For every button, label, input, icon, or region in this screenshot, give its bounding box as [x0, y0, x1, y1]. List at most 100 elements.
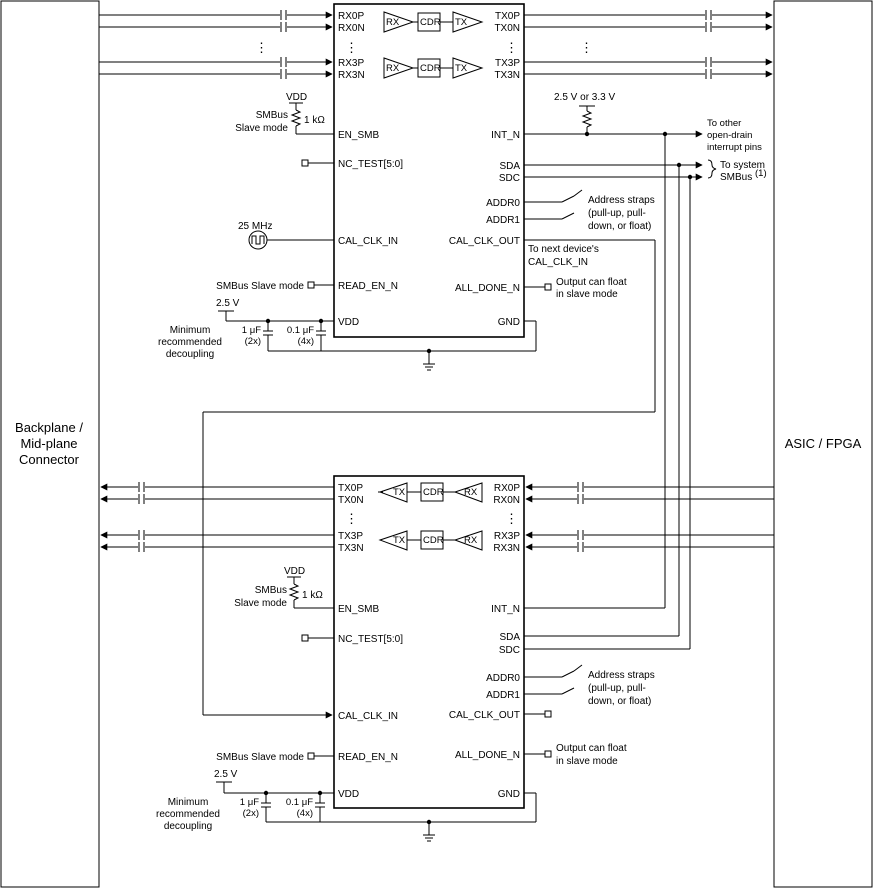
bottom-pin-gnd: GND — [498, 789, 520, 800]
bottom-lane0-path: TX CDR RX — [378, 482, 483, 503]
bottom-pin-read-en-n: READ_EN_N — [338, 752, 398, 763]
svg-text:VDD: VDD — [284, 566, 305, 577]
svg-text:SMBus: SMBus — [256, 110, 288, 121]
svg-text:decoupling: decoupling — [166, 349, 214, 360]
svg-text:To other: To other — [707, 118, 741, 129]
svg-text:0.1 μF: 0.1 μF — [286, 797, 313, 808]
backplane-label-1: Backplane / — [15, 420, 83, 435]
switch-icon — [561, 212, 575, 220]
bottom-en-smb-pullup: VDD 1 kΩ SMBus Slave mode — [234, 566, 334, 609]
svg-text:TX: TX — [393, 535, 406, 546]
interrupt-pullup: 2.5 V or 3.3 V To other open-drain inter… — [524, 92, 762, 153]
bottom-pin-nc-test: NC_TEST[5:0] — [338, 634, 403, 645]
top-decoupling: 2.5 V 1 μF (2x) 0.1 μF (4x) Minimum reco… — [158, 298, 536, 360]
top-pin-nc-test: NC_TEST[5:0] — [338, 159, 403, 170]
ground-icon — [423, 351, 435, 371]
svg-text:(pull-up, pull-: (pull-up, pull- — [588, 208, 646, 219]
bottom-input-lanes — [525, 481, 774, 553]
ground-icon — [423, 822, 435, 842]
top-pin-en-smb: EN_SMB — [338, 130, 379, 141]
svg-text:CDR: CDR — [420, 63, 441, 74]
bottom-pin-cal-clk-out: CAL_CLK_OUT — [449, 710, 520, 721]
svg-text:2.5 V: 2.5 V — [216, 298, 240, 309]
bottom-pin-tx0p: TX0P — [338, 483, 363, 494]
bottom-pin-rx3n: RX3N — [493, 543, 520, 554]
svg-text:SMBus: SMBus — [255, 585, 287, 596]
bottom-output-float-2: in slave mode — [556, 756, 618, 767]
bottom-pin-tx3p: TX3P — [338, 531, 363, 542]
svg-text:CAL_CLK_IN: CAL_CLK_IN — [528, 257, 588, 268]
bottom-read-en-label: SMBus Slave mode — [216, 752, 304, 763]
top-pin-all-done-n: ALL_DONE_N — [455, 283, 520, 294]
resistor-icon — [288, 583, 300, 601]
bottom-pin-addr0: ADDR0 — [486, 673, 520, 684]
clock-source-icon: 25 MHz — [238, 221, 334, 250]
svg-text:recommended: recommended — [156, 809, 220, 820]
bottom-lane3-path: TX CDR RX — [378, 530, 483, 551]
bottom-decoupling: 2.5 V 1 μF (2x) 0.1 μF (4x) Minimum reco… — [156, 769, 536, 832]
svg-text:25 MHz: 25 MHz — [238, 221, 272, 232]
top-pin-read-en-n: READ_EN_N — [338, 281, 398, 292]
capacitor-icon — [577, 481, 584, 553]
svg-text:2.5 V: 2.5 V — [214, 769, 238, 780]
svg-text:⋮: ⋮ — [345, 40, 358, 55]
top-pin-cal-clk-out: CAL_CLK_OUT — [449, 236, 520, 247]
svg-text:RX: RX — [386, 63, 400, 74]
cal-clk-chain: To next device's CAL_CLK_IN — [202, 239, 656, 719]
top-input-lanes: ⋮ — [99, 9, 333, 80]
svg-text:1 μF: 1 μF — [240, 797, 259, 808]
svg-text:down, or float): down, or float) — [588, 221, 651, 232]
svg-text:(4x): (4x) — [297, 808, 313, 819]
top-lane3-path: RX CDR TX — [383, 57, 484, 79]
resistor-icon — [290, 109, 302, 127]
svg-text:⋮: ⋮ — [345, 511, 358, 526]
top-pin-addr0: ADDR0 — [486, 198, 520, 209]
top-pin-rx0p: RX0P — [338, 11, 364, 22]
switch-icon — [561, 687, 575, 695]
resistor-icon — [581, 110, 593, 128]
top-pin-rx0n: RX0N — [338, 23, 365, 34]
nc-test-pad — [301, 159, 309, 167]
bottom-pin-sdc: SDC — [499, 645, 520, 656]
top-pin-gnd: GND — [498, 317, 520, 328]
top-pin-cal-clk-in: CAL_CLK_IN — [338, 236, 398, 247]
svg-text:RX: RX — [464, 535, 478, 546]
svg-text:(2x): (2x) — [243, 808, 259, 819]
svg-text:RX: RX — [386, 17, 400, 28]
top-pin-vdd: VDD — [338, 317, 359, 328]
top-output-float-2: in slave mode — [556, 289, 618, 300]
bottom-pin-en-smb: EN_SMB — [338, 604, 379, 615]
svg-text:To system: To system — [720, 160, 765, 171]
backplane-label-2: Mid-plane — [20, 436, 77, 451]
bottom-pin-rx3p: RX3P — [494, 531, 520, 542]
svg-text:⋮: ⋮ — [505, 40, 518, 55]
top-pin-addr1: ADDR1 — [486, 215, 520, 226]
svg-text:⋮: ⋮ — [505, 511, 518, 526]
svg-text:⋮: ⋮ — [255, 40, 268, 55]
footnote-mark: (1) — [755, 168, 767, 179]
svg-text:1 kΩ: 1 kΩ — [302, 590, 323, 601]
svg-text:1 kΩ: 1 kΩ — [304, 115, 325, 126]
svg-text:2.5 V or 3.3 V: 2.5 V or 3.3 V — [554, 92, 615, 103]
svg-text:TX: TX — [393, 487, 406, 498]
asic-fpga-label: ASIC / FPGA — [785, 436, 862, 451]
top-output-lanes: ⋮ — [524, 9, 773, 80]
svg-text:(4x): (4x) — [298, 336, 314, 347]
switch-icon — [561, 195, 575, 203]
svg-text:TX: TX — [455, 63, 468, 74]
bottom-address-straps: Address straps (pull-up, pull- down, or … — [524, 664, 655, 707]
svg-text:Slave mode: Slave mode — [234, 598, 287, 609]
bottom-output-float-1: Output can float — [556, 743, 627, 754]
bottom-bus-risers — [524, 134, 691, 650]
svg-text:0.1 μF: 0.1 μF — [287, 325, 314, 336]
bottom-pin-sda: SDA — [499, 632, 520, 643]
capacitor-icon — [138, 481, 145, 553]
svg-text:interrupt pins: interrupt pins — [707, 142, 762, 153]
bottom-pin-int-n: INT_N — [491, 604, 520, 615]
svg-text:down, or float): down, or float) — [588, 696, 651, 707]
svg-text:open-drain: open-drain — [707, 130, 752, 141]
svg-text:VDD: VDD — [286, 92, 307, 103]
svg-text:SMBus: SMBus — [720, 172, 752, 183]
svg-text:CDR: CDR — [423, 535, 444, 546]
